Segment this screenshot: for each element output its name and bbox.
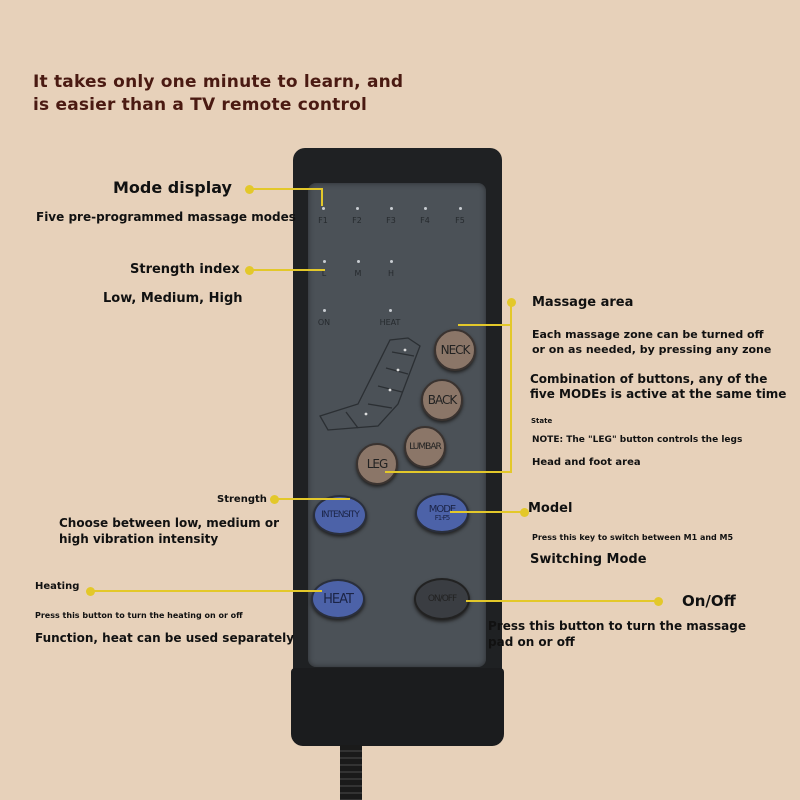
neck-button[interactable]: NECK bbox=[434, 329, 476, 371]
onoff-desc-1: Press this button to turn the massage bbox=[488, 619, 746, 633]
massage-area-leg-leader bbox=[385, 471, 511, 473]
onoff-label: On/Off bbox=[682, 592, 736, 610]
onoff-dot bbox=[654, 597, 663, 606]
mode-display-leader-drop bbox=[321, 188, 323, 206]
mode-display-dot bbox=[245, 185, 254, 194]
model-dot bbox=[520, 508, 529, 517]
leg-button[interactable]: LEG bbox=[356, 443, 398, 485]
heating-desc: Press this button to turn the heating on… bbox=[35, 611, 243, 620]
model-leader bbox=[450, 511, 524, 513]
led-f5: F5 bbox=[448, 207, 472, 225]
strength-leader bbox=[274, 498, 350, 500]
mode-button-sub: F1-F5 bbox=[434, 513, 450, 522]
massage-area-desc-2: or on as needed, by pressing any zone bbox=[532, 343, 772, 356]
led-on: ON bbox=[312, 309, 336, 327]
onoff-leader bbox=[466, 600, 658, 602]
led-f3: F3 bbox=[379, 207, 403, 225]
model-desc: Press this key to switch between M1 and … bbox=[532, 533, 734, 542]
strength-index-label: Strength index bbox=[130, 262, 240, 277]
led-low: L bbox=[312, 260, 336, 278]
massage-area-dot bbox=[507, 298, 516, 307]
led-f2: F2 bbox=[345, 207, 369, 225]
massage-area-neck-leader bbox=[458, 324, 511, 326]
mode-display-label: Mode display bbox=[113, 178, 232, 197]
massage-area-state: State bbox=[531, 417, 553, 425]
onoff-desc-2: pad on or off bbox=[488, 635, 575, 649]
massage-area-desc-4: five MODEs is active at the same time bbox=[530, 387, 787, 401]
led-f4: F4 bbox=[413, 207, 437, 225]
mode-display-desc: Five pre-programmed massage modes bbox=[36, 210, 296, 224]
strength-label: Strength bbox=[217, 494, 267, 505]
remote-bottom-cap bbox=[291, 668, 504, 746]
strength-index-leader bbox=[249, 269, 325, 271]
mode-display-leader bbox=[249, 188, 323, 190]
heating-label: Heating bbox=[35, 581, 80, 592]
model-label: Model bbox=[528, 501, 573, 516]
heating-desc-2: Function, heat can be used separately bbox=[35, 631, 295, 645]
headline-line-1: It takes only one minute to learn, and bbox=[33, 72, 404, 92]
massage-area-bracket bbox=[510, 302, 512, 473]
massage-area-desc-1: Each massage zone can be turned off bbox=[532, 328, 764, 341]
model-desc-2: Switching Mode bbox=[530, 552, 647, 567]
intensity-button[interactable]: INTENSITY bbox=[313, 495, 367, 535]
strength-dot bbox=[270, 495, 279, 504]
strength-index-desc: Low, Medium, High bbox=[103, 291, 243, 306]
headline-line-2: is easier than a TV remote control bbox=[33, 95, 367, 115]
back-button[interactable]: BACK bbox=[421, 379, 463, 421]
onoff-button[interactable]: ON/OFF bbox=[414, 578, 470, 620]
lumbar-button[interactable]: LUMBAR bbox=[404, 426, 446, 468]
strength-index-dot bbox=[245, 266, 254, 275]
strength-desc-2: high vibration intensity bbox=[59, 532, 219, 546]
led-heat: HEAT bbox=[378, 309, 402, 327]
heating-dot bbox=[86, 587, 95, 596]
massage-chair-icon bbox=[319, 337, 421, 431]
massage-area-label: Massage area bbox=[532, 295, 634, 310]
heat-button[interactable]: HEAT bbox=[311, 579, 365, 619]
led-high: H bbox=[379, 260, 403, 278]
massage-area-desc-3: Combination of buttons, any of the bbox=[530, 372, 768, 386]
remote-cable bbox=[340, 745, 362, 800]
led-f1: F1 bbox=[311, 207, 335, 225]
strength-desc-1: Choose between low, medium or bbox=[59, 516, 279, 530]
heating-leader bbox=[90, 590, 322, 592]
led-medium: M bbox=[346, 260, 370, 278]
mode-button-label: MODE bbox=[428, 503, 457, 515]
massage-area-note: NOTE: The "LEG" button controls the legs bbox=[532, 435, 743, 445]
massage-area-note-2: Head and foot area bbox=[532, 457, 641, 468]
